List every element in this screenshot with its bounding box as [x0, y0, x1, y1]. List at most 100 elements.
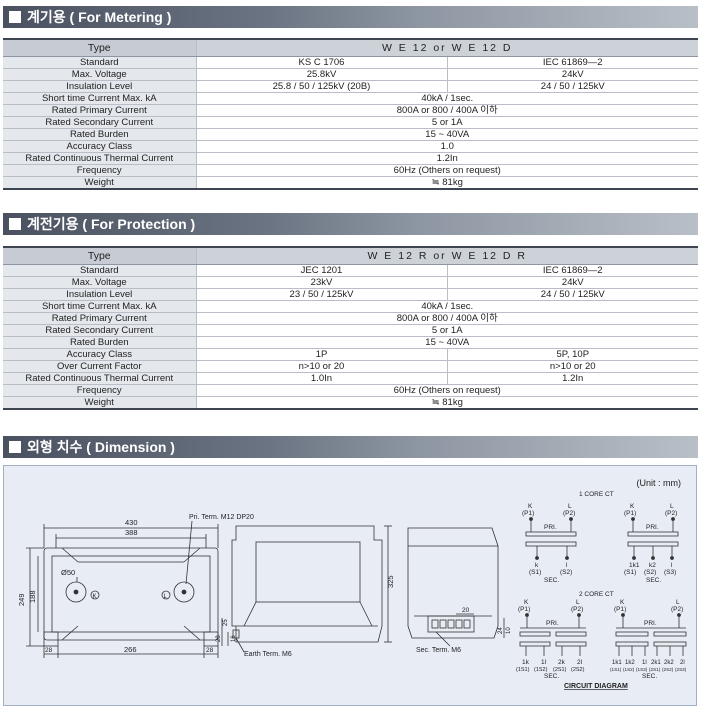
dim-249: 249 [17, 593, 26, 606]
one-core-label: 1 CORE CT [579, 491, 614, 498]
cell: 1.0In [195, 372, 447, 385]
table-row: Accuracy Class 1P 5P, 10P [3, 348, 698, 361]
circuit-diagram: 1 CORE CT K (P1) L (P2) PRI. k (S1) l (S… [516, 491, 687, 690]
protection-title: 계전기용 ( For Protection ) [27, 216, 196, 232]
table-row: Weight ≒ 81kg [3, 176, 698, 190]
terminal-P1: (P1) [614, 606, 626, 613]
cell: JEC 1201 [195, 264, 447, 277]
pri-term-label: Pri. Term. M12 DP20 [189, 514, 254, 521]
terminal-2k1: 2k1 [651, 660, 661, 666]
terminal-2l: 2l [680, 660, 685, 666]
table-row: Type W E 12 or W E 12 D [3, 38, 698, 57]
terminal-2S1: (2S1) [649, 667, 661, 672]
row-label: Rated Continuous Thermal Current [3, 372, 196, 385]
terminal-2l: 2l [577, 659, 583, 666]
terminal-P2: (P2) [563, 510, 575, 517]
table-row: Weight ≒ 81kg [3, 396, 698, 410]
cell: 5 or 1A [195, 116, 698, 129]
row-label: Accuracy Class [3, 140, 196, 153]
sec-label: SEC. [544, 673, 559, 680]
dimension-drawing-panel: (Unit : mm) 430 388 [3, 465, 697, 706]
dim-430: 430 [125, 518, 138, 527]
terminal-K: K [524, 599, 529, 606]
dim-28-left: 28 [45, 647, 53, 654]
cell: 23kV [195, 276, 447, 289]
terminal-l-label: L [164, 594, 168, 600]
type-value: W E 12 or W E 12 D [195, 38, 698, 57]
metering-title: 계기용 ( For Metering ) [27, 9, 172, 25]
square-bullet-icon [9, 11, 21, 23]
table-row: Short time Current Max. kA 40kA / 1sec. [3, 300, 698, 313]
terminal-1k2: 1k2 [625, 660, 635, 666]
row-label: Rated Continuous Thermal Current [3, 152, 196, 165]
dim-10: 10 [506, 627, 512, 634]
pri-label: PRI. [646, 524, 659, 531]
one-core-ct-a: K (P1) L (P2) PRI. k (S1) l (S2) SEC. [522, 503, 577, 584]
cell: 40kA / 1sec. [195, 300, 698, 313]
table-row: Rated Secondary Current 5 or 1A [3, 116, 698, 129]
terminal-L: L [676, 599, 680, 606]
table-row: Rated Continuous Thermal Current 1.2In [3, 152, 698, 165]
row-label: Max. Voltage [3, 68, 196, 81]
terminal-1S2: (1S2) [623, 667, 635, 672]
side-view: 325 Earth Term. M6 [231, 525, 395, 658]
terminal-S1: (S1) [529, 569, 541, 576]
dim-24: 24 [498, 627, 504, 634]
terminal-1k: 1k [522, 659, 530, 666]
terminal-P2: (P2) [671, 606, 683, 613]
cell: 24kV [446, 276, 698, 289]
table-row: Max. Voltage 23kV 24kV [3, 276, 698, 289]
terminal-K: K [630, 503, 635, 510]
terminal-k: k [535, 562, 539, 569]
cell: KS C 1706 [195, 56, 447, 69]
row-label: Rated Primary Current [3, 312, 196, 325]
terminal-k2: k2 [649, 562, 656, 569]
terminal-2S2: (2S2) [662, 667, 674, 672]
terminal-P1: (P1) [518, 606, 530, 613]
terminal-P2: (P2) [571, 606, 583, 613]
unit-label: (Unit : mm) [636, 478, 682, 488]
terminal-P2: (P2) [665, 510, 677, 517]
terminal-S1: (S1) [624, 569, 636, 576]
terminal-K: K [528, 503, 533, 510]
table-row: Insulation Level 23 / 50 / 125kV 24 / 50… [3, 288, 698, 301]
protection-spec-table: Type W E 12 R or W E 12 D R Standard JEC… [3, 246, 698, 410]
terminal-L: L [670, 503, 674, 510]
cell: ≒ 81kg [195, 396, 698, 410]
header-bar [3, 213, 698, 235]
end-view: 20 24 10 Sec. Term. M6 [407, 527, 512, 654]
cell: 60Hz (Others on request) [195, 384, 698, 397]
sec-term-label: Sec. Term. M6 [416, 647, 461, 654]
row-label: Short time Current Max. kA [3, 300, 196, 313]
pri-label: PRI. [546, 620, 559, 627]
table-row: Rated Primary Current 800A or 800 / 400A… [3, 104, 698, 117]
square-bullet-icon [9, 218, 21, 230]
type-label: Type [3, 246, 196, 265]
row-label: Standard [3, 264, 196, 277]
row-label: Short time Current Max. kA [3, 92, 196, 105]
protection-header: 계전기용 ( For Protection ) [3, 213, 698, 235]
table-row: Rated Primary Current 800A or 800 / 400A… [3, 312, 698, 325]
cell: 800A or 800 / 400A 이하 [195, 104, 698, 117]
table-row: Rated Continuous Thermal Current 1.0In 1… [3, 372, 698, 385]
cell: 15 ~ 40VA [195, 128, 698, 141]
row-label: Over Current Factor [3, 360, 196, 373]
one-core-ct-b: K (P1) L (P2) PRI. 1k1 (S1) k2 (S2) l (S… [624, 503, 679, 584]
pri-label: PRI. [644, 620, 657, 627]
cell: 800A or 800 / 400A 이하 [195, 312, 698, 325]
cell: 1.0 [195, 140, 698, 153]
cell: n>10 or 20 [195, 360, 447, 373]
table-row: Over Current Factor n>10 or 20 n>10 or 2… [3, 360, 698, 373]
terminal-1l: 1l [642, 660, 647, 666]
dimension-header: 외형 치수 ( Dimension ) [3, 436, 698, 458]
terminal-1S1: (1S1) [516, 667, 530, 673]
sec-label: SEC. [544, 577, 559, 584]
dimension-title: 외형 치수 ( Dimension ) [27, 439, 175, 455]
header-bar [3, 6, 698, 28]
table-row: Frequency 60Hz (Others on request) [3, 164, 698, 177]
table-row: Insulation Level 25.8 / 50 / 125kV (20B)… [3, 80, 698, 93]
terminal-S2: (S2) [560, 569, 572, 576]
terminal-2S3: (2S3) [675, 667, 687, 672]
row-label: Weight [3, 396, 196, 410]
terminal-1S3: (1S3) [636, 667, 648, 672]
